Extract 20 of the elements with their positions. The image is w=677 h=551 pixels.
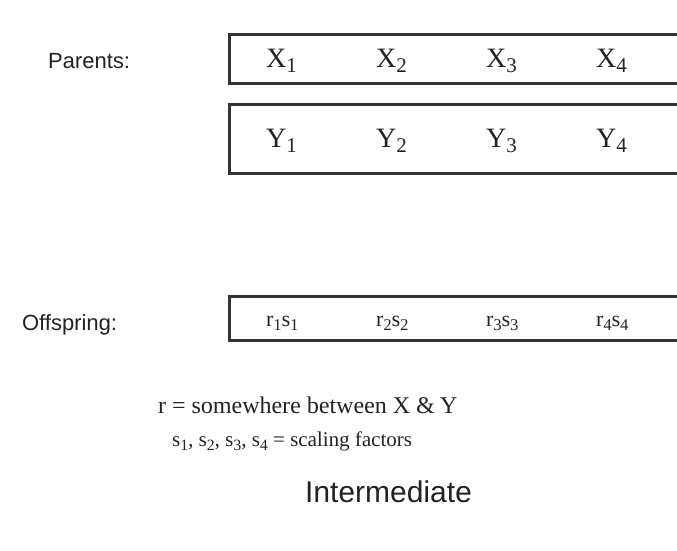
gene-row-box [228, 295, 677, 342]
gene-value: r$_{3}$s$_{3}$ [486, 305, 518, 335]
gene-value: X$_{3}$ [486, 42, 517, 80]
gene-value: X$_{4}$ [596, 42, 627, 80]
gene-row-box [228, 103, 677, 175]
gene-value: Y$_{3}$ [486, 122, 517, 160]
gene-value: Y$_{1}$ [266, 122, 297, 160]
gene-value: r$_{2}$s$_{2}$ [376, 305, 408, 335]
gene-value: Y$_{2}$ [376, 122, 407, 160]
row-label: Parents: [48, 47, 130, 75]
row-label: Offspring: [22, 309, 117, 337]
gene-value: X$_{1}$ [266, 42, 297, 80]
caption: Intermediate [305, 475, 472, 511]
note-text: r = somewhere between X & Y [158, 392, 458, 421]
gene-value: X$_{2}$ [376, 42, 407, 80]
gene-row-box [228, 33, 677, 85]
note-text: s$_{1}$, s$_{2}$, s$_{3}$, s$_{4}$ = scaling factors [172, 426, 412, 456]
gene-value: Y$_{4}$ [596, 122, 627, 160]
gene-value: r$_{1}$s$_{1}$ [266, 305, 298, 335]
gene-value: r$_{4}$s$_{4}$ [596, 305, 628, 335]
